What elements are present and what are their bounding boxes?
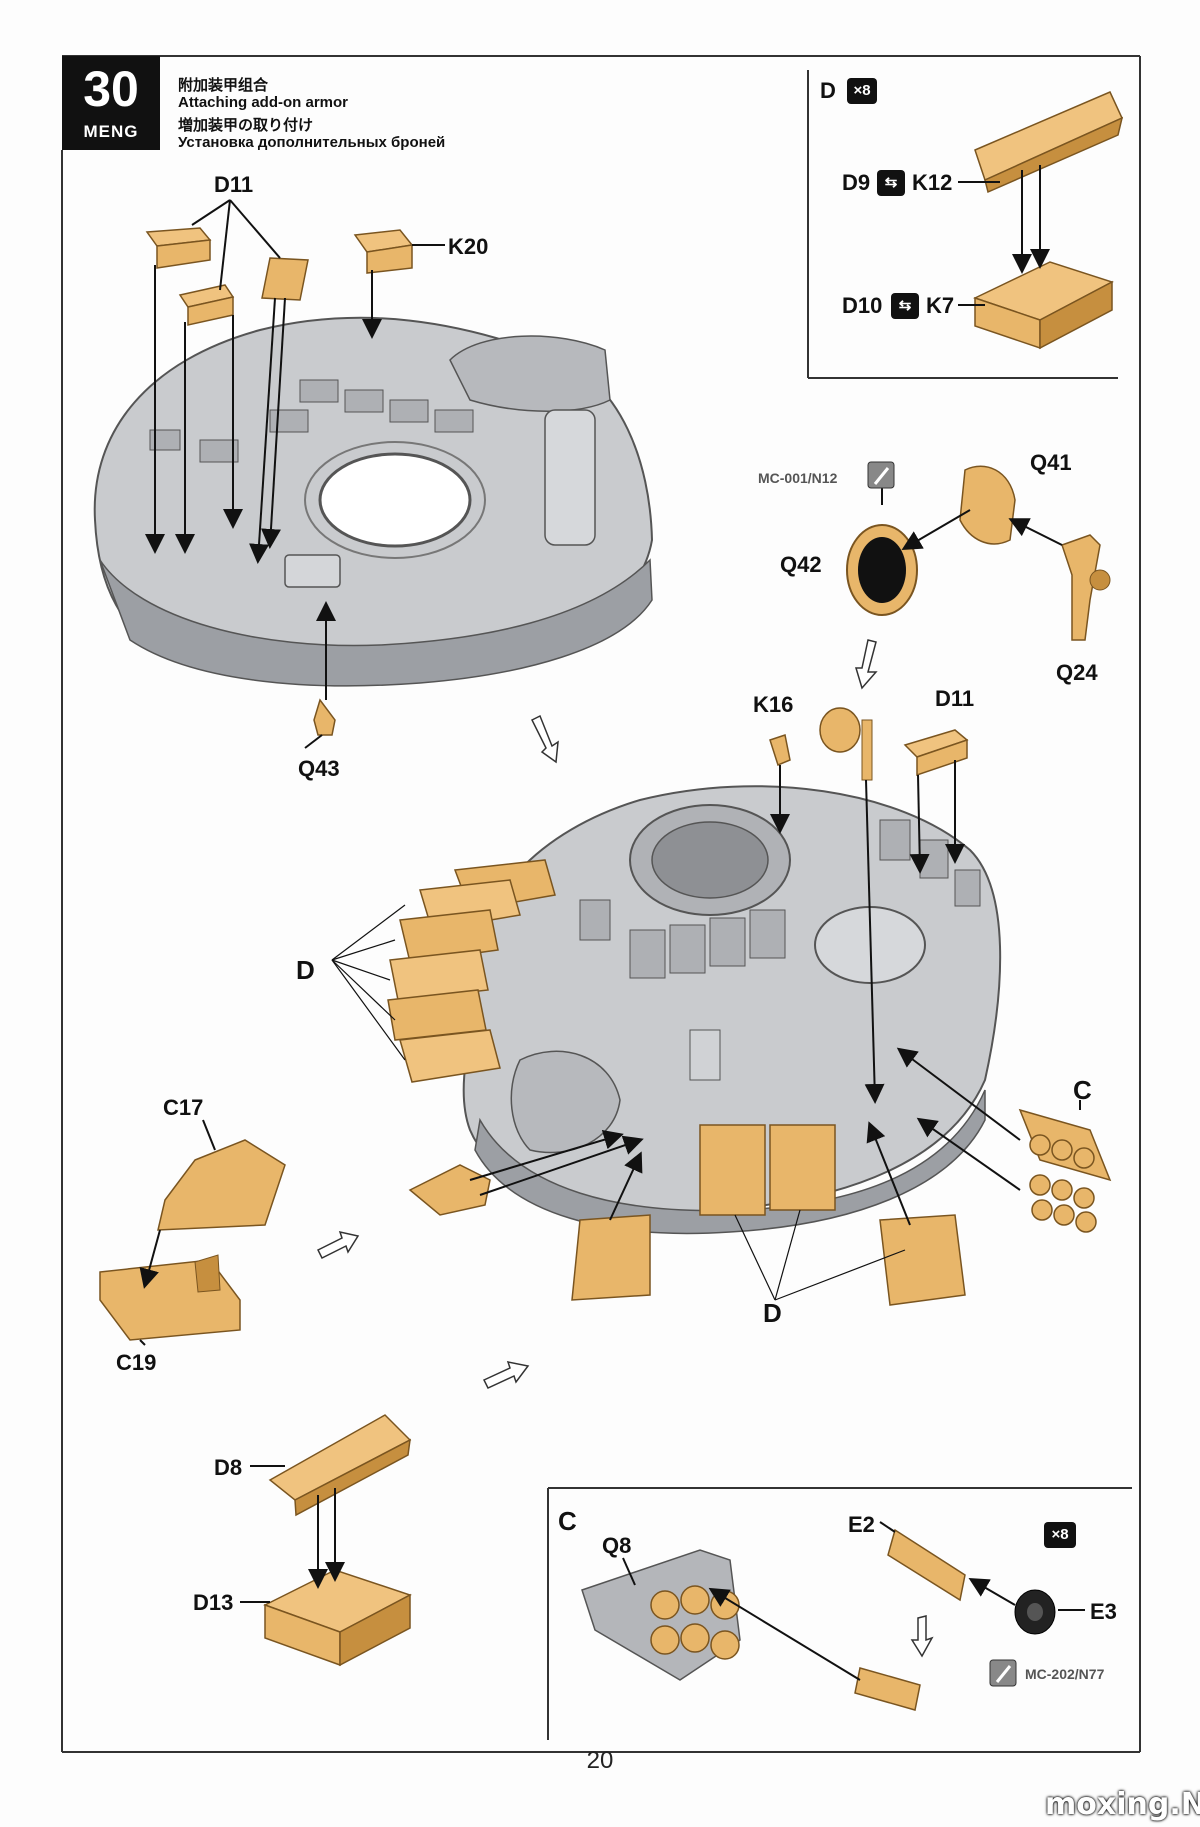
c-launcher-right: [1018, 1108, 1112, 1233]
swap-icon: ⇆: [877, 170, 905, 196]
label-d11-top: D11: [214, 172, 254, 197]
watermark: moxing.NET: [1045, 1787, 1200, 1822]
d-bottom-leaders: [734, 1209, 906, 1301]
label-d13: D13: [193, 1590, 234, 1615]
periscope-assembled: [819, 707, 873, 781]
d8-arrows: [240, 1465, 345, 1603]
flow-arrows: [316, 639, 934, 1658]
k20-part: [353, 229, 414, 274]
inset-d-multiplier: ×8: [847, 78, 877, 104]
title-en: Attaching add-on armor: [178, 94, 349, 111]
label-k12: K12: [912, 170, 953, 195]
turret-main-view: [462, 785, 1002, 1235]
d11-part-right: [903, 729, 969, 777]
page-frame: [61, 55, 1141, 1753]
side-armor-left: [387, 859, 556, 1083]
main-top-arrows: [770, 760, 965, 1104]
label-d11-right: D11: [935, 686, 975, 711]
periscope-arrows: [881, 488, 1063, 551]
label-d8: D8: [214, 1455, 243, 1480]
c-right-arrows: [896, 1047, 1081, 1191]
d-front-armor: [571, 1124, 966, 1306]
inset-c-arrows: [622, 1521, 1085, 1681]
d13-part: [263, 1569, 412, 1667]
q43-part: [313, 698, 336, 736]
label-e2: E2: [848, 1512, 875, 1537]
inset-d-parts: [973, 91, 1124, 350]
label-q24: Q24: [1056, 660, 1098, 685]
label-q42: Q42: [780, 552, 822, 577]
c17-arrow: [139, 1119, 216, 1346]
turret-top-view: [93, 316, 654, 687]
step-number: 30: [83, 61, 139, 117]
k16-part: [769, 734, 791, 767]
inset-d-arrows: [958, 165, 1050, 306]
d-left-leaders: [331, 904, 406, 1061]
paint-icon-q42: [867, 461, 895, 489]
inset-c-label: C: [558, 1506, 577, 1536]
label-q8: Q8: [602, 1533, 632, 1558]
page-number: 20: [586, 1747, 614, 1774]
label-d9: D9: [842, 170, 871, 195]
step-badge: 30 MENG: [62, 56, 160, 150]
c19-part: [99, 1254, 241, 1341]
top-arrows: [145, 199, 445, 749]
label-d-bottom: D: [763, 1298, 782, 1328]
paint-code-q42: MC-001/N12: [758, 470, 838, 486]
bracket-left: [408, 1164, 491, 1216]
label-q43: Q43: [298, 756, 340, 781]
title-zh: 附加装甲组合: [178, 77, 269, 94]
label-e3: E3: [1090, 1599, 1117, 1624]
label-q41: Q41: [1030, 450, 1072, 475]
inset-c-multiplier: ×8: [1044, 1522, 1076, 1548]
label-k20: K20: [448, 234, 489, 259]
inset-c-frame: [547, 1487, 1132, 1740]
swap-icon: ⇆: [891, 293, 919, 319]
label-c19: C19: [116, 1350, 157, 1375]
d-front-arrows: [609, 1121, 911, 1226]
c17-part: [157, 1139, 286, 1231]
label-d10: D10: [842, 293, 883, 318]
paint-icon-e3: [989, 1659, 1017, 1687]
inset-d-frame: [807, 70, 1118, 379]
periscope-parts: [846, 465, 1111, 641]
title-ja: 増加装甲の取り付け: [178, 117, 314, 134]
bracket-arrows: [469, 1130, 644, 1196]
label-c-right: C: [1073, 1075, 1092, 1105]
label-k7: K7: [926, 293, 955, 318]
paint-code-e3: MC-202/N77: [1025, 1666, 1105, 1682]
brand-logo: MENG: [83, 122, 139, 141]
label-d-left: D: [296, 955, 315, 985]
inset-c-parts: [581, 1528, 1056, 1711]
d8-part: [268, 1414, 412, 1517]
inset-d-label: D: [820, 78, 836, 103]
title-ru: Установка дополнительных броней: [178, 134, 446, 151]
label-c17: C17: [163, 1095, 204, 1120]
d11-parts-top: [145, 227, 309, 326]
label-k16: K16: [753, 692, 794, 717]
